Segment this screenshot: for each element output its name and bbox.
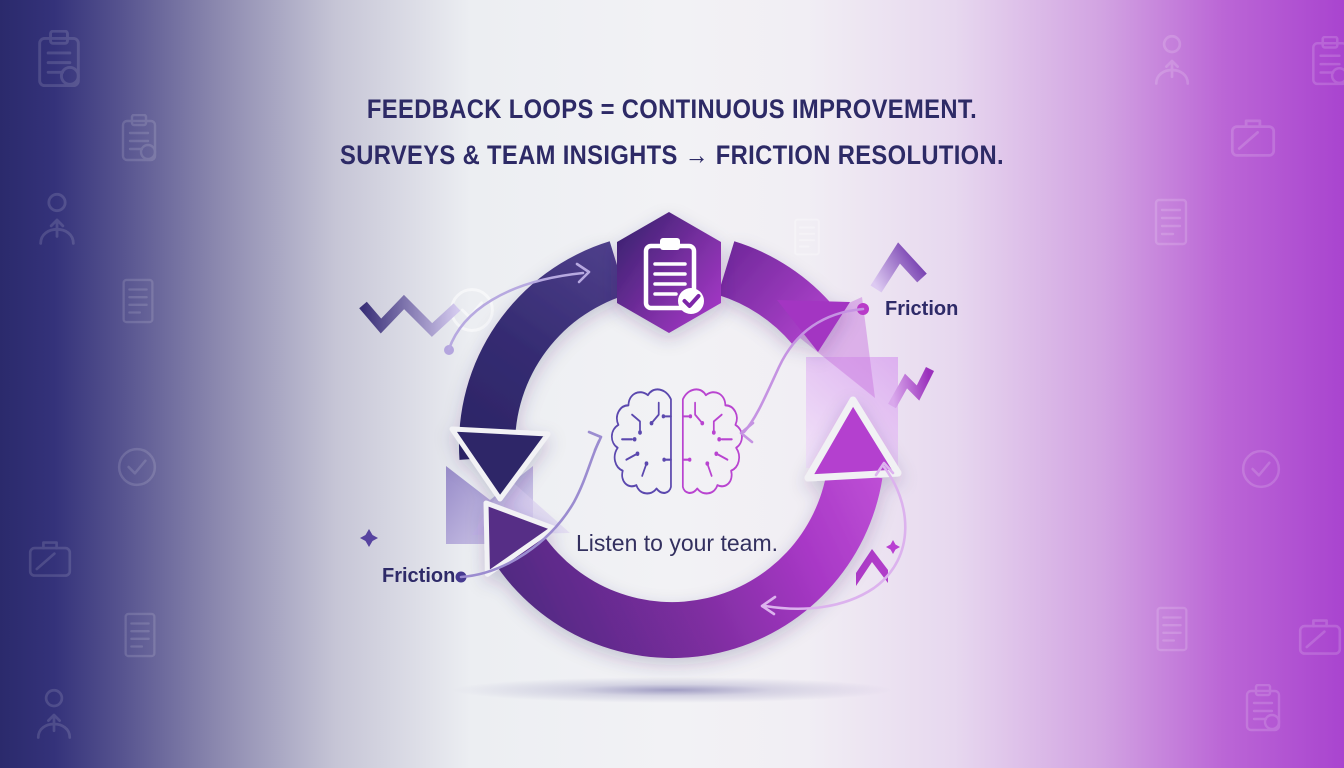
center-caption: Listen to your team. [576, 530, 778, 556]
brain-right-half [681, 388, 743, 495]
headline: FEEDBACK LOOPS = CONTINUOUS IMPROVEMENT.… [340, 86, 1004, 178]
annotation-curve-bottom-right [760, 461, 907, 616]
annotation-curve-lower-left [455, 430, 603, 583]
feedback-loop-arcs [449, 241, 902, 659]
annotation-curve-right [739, 303, 869, 444]
arrowhead-icon [739, 421, 755, 444]
loop-arc-right [497, 469, 883, 659]
loop-arc-left [458, 241, 627, 460]
sparkle-icon [360, 529, 378, 547]
arrowhead-icon [587, 430, 603, 452]
ground-shadow [452, 677, 892, 703]
annotation-curve-upper-left [444, 262, 591, 355]
loop-arrowhead-up [804, 396, 902, 482]
hexagon-node [617, 212, 721, 333]
circuit-brain-icon [610, 388, 743, 495]
brain-left-half [610, 388, 672, 495]
headline-line-2: SURVEYS & TEAM INSIGHTS → FRICTION RESOL… [340, 140, 1004, 170]
zigzag-line-icon [359, 294, 461, 337]
arrowhead-icon [760, 595, 777, 616]
arrowhead-icon [575, 262, 591, 284]
annotation-curves [444, 262, 907, 616]
loop-arrowhead-down [449, 426, 551, 502]
clipboard-check-icon [643, 238, 704, 314]
headline-line-1: FEEDBACK LOOPS = CONTINUOUS IMPROVEMENT. [366, 94, 978, 124]
chevron-up-icon [870, 242, 927, 293]
friction-label-right: Friction [885, 298, 959, 320]
loop-arrowhead-upleft [483, 500, 556, 577]
sparkle-icon [886, 540, 900, 554]
arrowhead-icon [874, 461, 895, 477]
chevron-small-icon [856, 549, 888, 586]
zigzag-step-icon [888, 366, 935, 409]
friction-label-left: Friction [382, 565, 456, 587]
